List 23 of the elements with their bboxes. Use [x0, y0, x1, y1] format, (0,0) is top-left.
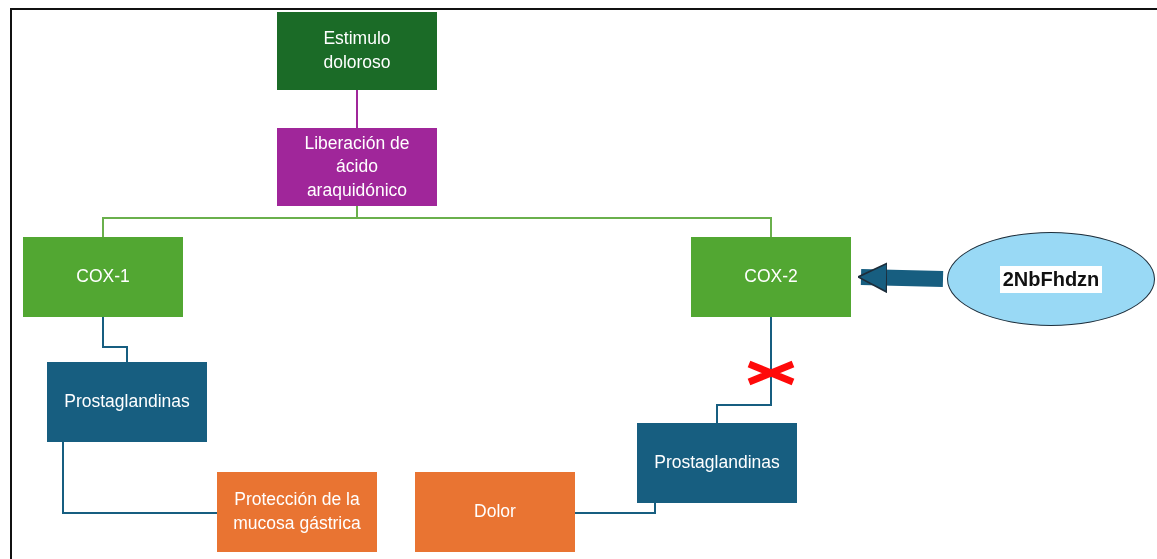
connector-line	[716, 316, 772, 424]
connector-line	[102, 316, 128, 363]
box-label: Estimulo doloroso	[322, 27, 392, 74]
process-box	[277, 128, 437, 206]
process-box	[691, 237, 851, 317]
box-label: Dolor	[474, 500, 516, 524]
drug-label: 2NbFhdzn	[999, 265, 1103, 293]
box-label: COX-1	[76, 265, 130, 289]
box-label: Prostaglandinas	[64, 390, 190, 414]
connector-line	[62, 441, 218, 514]
process-box	[415, 472, 575, 552]
block-arrow	[857, 262, 944, 293]
process-box	[277, 12, 437, 90]
connector-line	[574, 502, 656, 514]
process-box	[217, 472, 377, 552]
box-label: Protección de la mucosa gástrica	[232, 488, 362, 535]
process-box	[47, 362, 207, 442]
box-label: Prostaglandinas	[654, 451, 780, 475]
box-label: COX-2	[744, 265, 798, 289]
box-label: Liberación de ácido araquidónico	[303, 131, 411, 202]
process-box	[637, 423, 797, 503]
connector-line	[356, 89, 358, 129]
process-box	[23, 237, 183, 317]
